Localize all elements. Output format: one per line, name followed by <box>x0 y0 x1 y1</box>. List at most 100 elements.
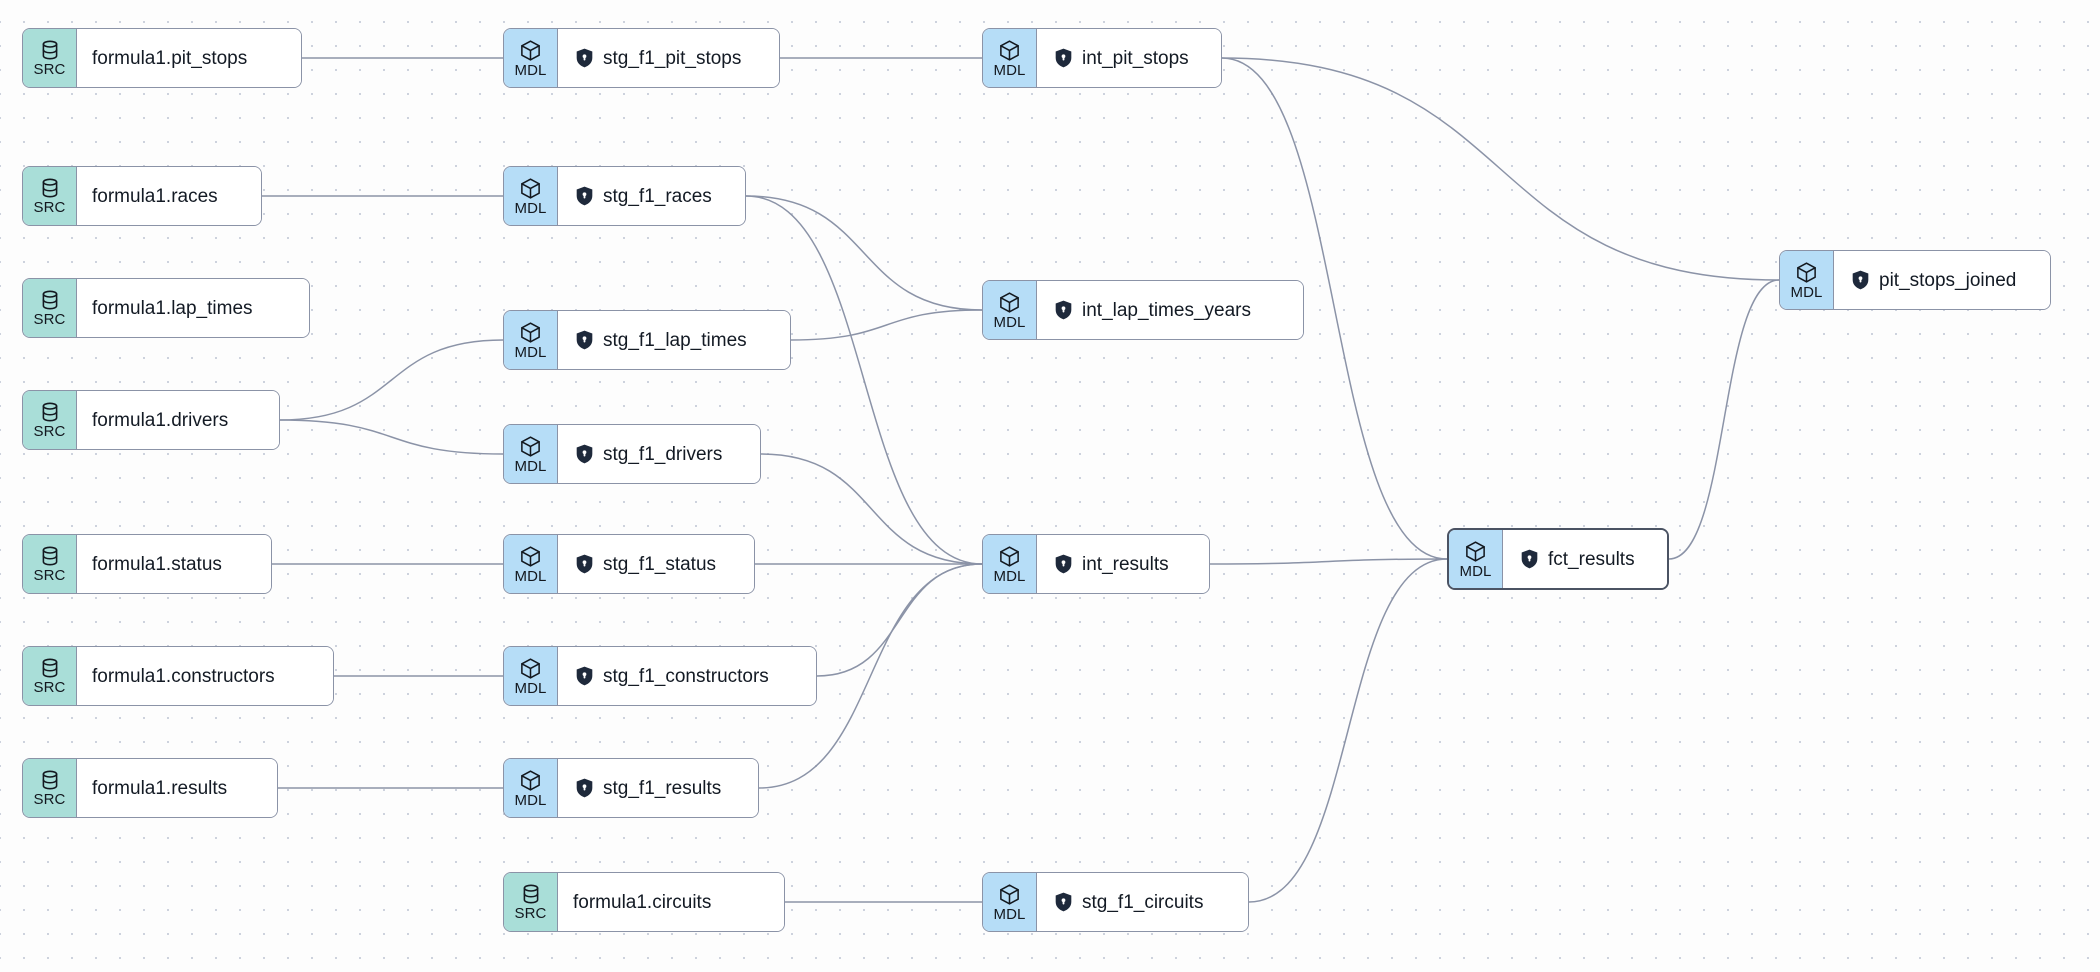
source-badge: SRC <box>23 167 77 225</box>
node-body: stg_f1_pit_stops <box>558 29 779 87</box>
model-badge: MDL <box>983 535 1037 593</box>
node-label: formula1.pit_stops <box>92 47 248 69</box>
edge-stg_drivers-to-int_results <box>760 453 983 565</box>
source-badge: SRC <box>23 759 77 817</box>
badge-label: MDL <box>993 61 1026 79</box>
node-label: int_pit_stops <box>1082 47 1189 69</box>
badge-label: MDL <box>1459 562 1492 580</box>
source-badge: SRC <box>23 391 77 449</box>
badge-label: SRC <box>33 791 66 808</box>
edge-stg_constructors-to-int_results <box>816 563 983 677</box>
shield-icon <box>575 48 594 68</box>
shield-icon <box>1054 892 1073 912</box>
graph-node-src_circuits[interactable]: SRC formula1.circuits <box>503 872 785 932</box>
badge-label: SRC <box>33 679 66 696</box>
cube-icon <box>519 435 542 458</box>
shield-icon <box>1054 554 1073 574</box>
model-badge: MDL <box>504 759 558 817</box>
shield-icon <box>1054 300 1073 320</box>
edge-src_drivers-to-stg_drivers <box>279 419 504 455</box>
badge-label: MDL <box>993 905 1026 923</box>
node-body: pit_stops_joined <box>1834 251 2050 309</box>
graph-node-int_results[interactable]: MDL int_results <box>982 534 1210 594</box>
edge-int_pit_stops-to-pit_stops_joined <box>1221 57 1780 281</box>
cube-icon <box>519 545 542 568</box>
edge-int_results-to-fct_results <box>1209 558 1448 565</box>
node-body: stg_f1_drivers <box>558 425 760 483</box>
node-body: stg_f1_constructors <box>558 647 816 705</box>
graph-node-src_lap_times[interactable]: SRC formula1.lap_times <box>22 278 310 338</box>
node-body: formula1.circuits <box>558 873 784 931</box>
edge-stg_lap_times-to-int_lap_times_years <box>790 309 983 341</box>
model-badge: MDL <box>504 29 558 87</box>
graph-node-src_races[interactable]: SRC formula1.races <box>22 166 262 226</box>
node-body: int_lap_times_years <box>1037 281 1303 339</box>
graph-node-stg_results[interactable]: MDL stg_f1_results <box>503 758 759 818</box>
graph-node-pit_stops_joined[interactable]: MDL pit_stops_joined <box>1779 250 2051 310</box>
source-badge: SRC <box>23 29 77 87</box>
node-body: stg_f1_results <box>558 759 758 817</box>
badge-label: SRC <box>33 61 66 78</box>
edge-stg_races-to-int_lap_times_years <box>745 195 983 311</box>
database-icon <box>39 657 61 679</box>
badge-label: SRC <box>33 199 66 216</box>
graph-node-src_results[interactable]: SRC formula1.results <box>22 758 278 818</box>
graph-node-stg_circuits[interactable]: MDL stg_f1_circuits <box>982 872 1249 932</box>
shield-icon <box>575 444 594 464</box>
badge-label: SRC <box>33 423 66 440</box>
shield-icon <box>575 186 594 206</box>
model-badge: MDL <box>983 281 1037 339</box>
badge-label: MDL <box>514 199 547 217</box>
cube-icon <box>519 177 542 200</box>
database-icon <box>39 289 61 311</box>
cube-icon <box>519 321 542 344</box>
source-badge: SRC <box>23 647 77 705</box>
graph-node-src_pit_stops[interactable]: SRC formula1.pit_stops <box>22 28 302 88</box>
model-badge: MDL <box>504 647 558 705</box>
graph-node-src_constructors[interactable]: SRC formula1.constructors <box>22 646 334 706</box>
node-body: formula1.lap_times <box>77 279 309 337</box>
shield-icon <box>1520 549 1539 569</box>
model-badge: MDL <box>983 29 1037 87</box>
cube-icon <box>1464 540 1487 563</box>
cube-icon <box>1795 261 1818 284</box>
node-body: formula1.results <box>77 759 277 817</box>
database-icon <box>39 401 61 423</box>
shield-icon <box>1851 270 1870 290</box>
badge-label: MDL <box>993 567 1026 585</box>
badge-label: SRC <box>33 311 66 328</box>
node-body: fct_results <box>1503 530 1667 588</box>
node-label: pit_stops_joined <box>1879 269 2017 291</box>
node-label: formula1.circuits <box>573 891 712 913</box>
model-badge: MDL <box>983 873 1037 931</box>
source-badge: SRC <box>23 535 77 593</box>
badge-label: SRC <box>514 905 547 922</box>
model-badge: MDL <box>504 535 558 593</box>
graph-node-fct_results[interactable]: MDL fct_results <box>1447 528 1669 590</box>
graph-node-stg_pit_stops[interactable]: MDL stg_f1_pit_stops <box>503 28 780 88</box>
edge-stg_races-to-int_results <box>745 195 983 565</box>
cube-icon <box>998 883 1021 906</box>
node-body: int_results <box>1037 535 1209 593</box>
badge-label: MDL <box>1790 283 1823 301</box>
node-label: stg_f1_drivers <box>603 443 723 465</box>
node-body: formula1.constructors <box>77 647 333 705</box>
node-label: fct_results <box>1548 548 1635 570</box>
graph-node-int_pit_stops[interactable]: MDL int_pit_stops <box>982 28 1222 88</box>
node-label: formula1.races <box>92 185 218 207</box>
node-body: stg_f1_circuits <box>1037 873 1248 931</box>
node-body: formula1.status <box>77 535 271 593</box>
badge-label: MDL <box>514 791 547 809</box>
badge-label: MDL <box>514 61 547 79</box>
shield-icon <box>1054 48 1073 68</box>
